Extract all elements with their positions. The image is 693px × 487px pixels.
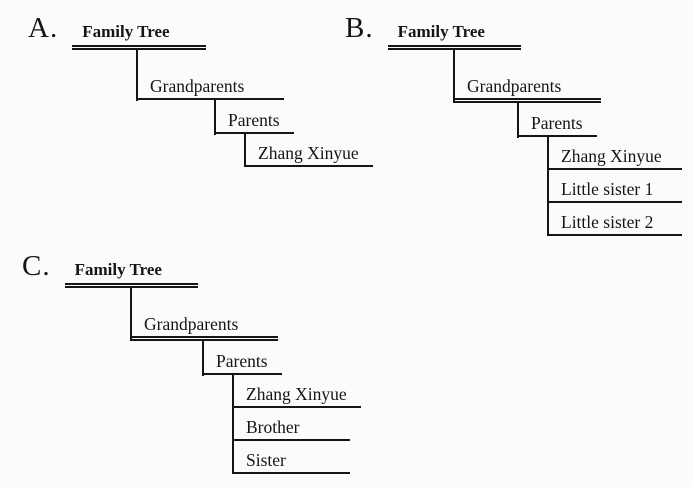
tree-head: B. Family Tree: [345, 12, 682, 51]
branch-children: Zhang Xinyue Little sister 1 Little sist…: [547, 137, 682, 237]
branch-children: Zhang Xinyue Brother Sister: [232, 375, 361, 475]
option-a-tree: A. Family Tree Grandparents Parents Zhan…: [28, 12, 373, 168]
node-child: Zhang Xinyue: [232, 375, 361, 409]
option-c-tree: C. Family Tree Grandparents Parents Zhan…: [22, 250, 361, 475]
node-grandparents: Grandparents: [136, 50, 284, 101]
branch-parents: Parents Zhang Xinyue Little sister 1 Lit…: [517, 103, 682, 237]
tree-title: Family Tree: [72, 21, 206, 51]
branch-grandparents: Grandparents Parents Zhang Xinyue: [136, 50, 373, 168]
node-child: Sister: [232, 441, 350, 475]
tree-title: Family Tree: [64, 259, 198, 289]
branch-parents: Parents Zhang Xinyue: [214, 100, 373, 168]
tree-head: C. Family Tree: [22, 250, 361, 289]
node-child: Zhang Xinyue: [244, 134, 373, 168]
branch-parents: Parents Zhang Xinyue Brother Sister: [202, 341, 361, 475]
node-grandparents: Grandparents: [453, 50, 601, 104]
node-child: Little sister 1: [547, 170, 682, 204]
node-grandparents: Grandparents: [130, 288, 278, 342]
node-child: Little sister 2: [547, 203, 682, 237]
node-parents: Parents: [202, 341, 282, 376]
tree-title: Family Tree: [387, 21, 521, 51]
node-parents: Parents: [214, 100, 294, 135]
branch-grandparents: Grandparents Parents Zhang Xinyue Brothe…: [130, 288, 361, 475]
node-child: Brother: [232, 408, 350, 442]
node-child: Zhang Xinyue: [547, 137, 682, 171]
node-parents: Parents: [517, 103, 597, 138]
option-letter: A.: [28, 12, 59, 44]
branch-children: Zhang Xinyue: [244, 134, 373, 168]
option-letter: B.: [345, 12, 374, 44]
option-letter: C.: [22, 250, 51, 282]
tree-head: A. Family Tree: [28, 12, 373, 51]
branch-grandparents: Grandparents Parents Zhang Xinyue Little…: [453, 50, 682, 237]
option-b-tree: B. Family Tree Grandparents Parents Zhan…: [345, 12, 682, 237]
